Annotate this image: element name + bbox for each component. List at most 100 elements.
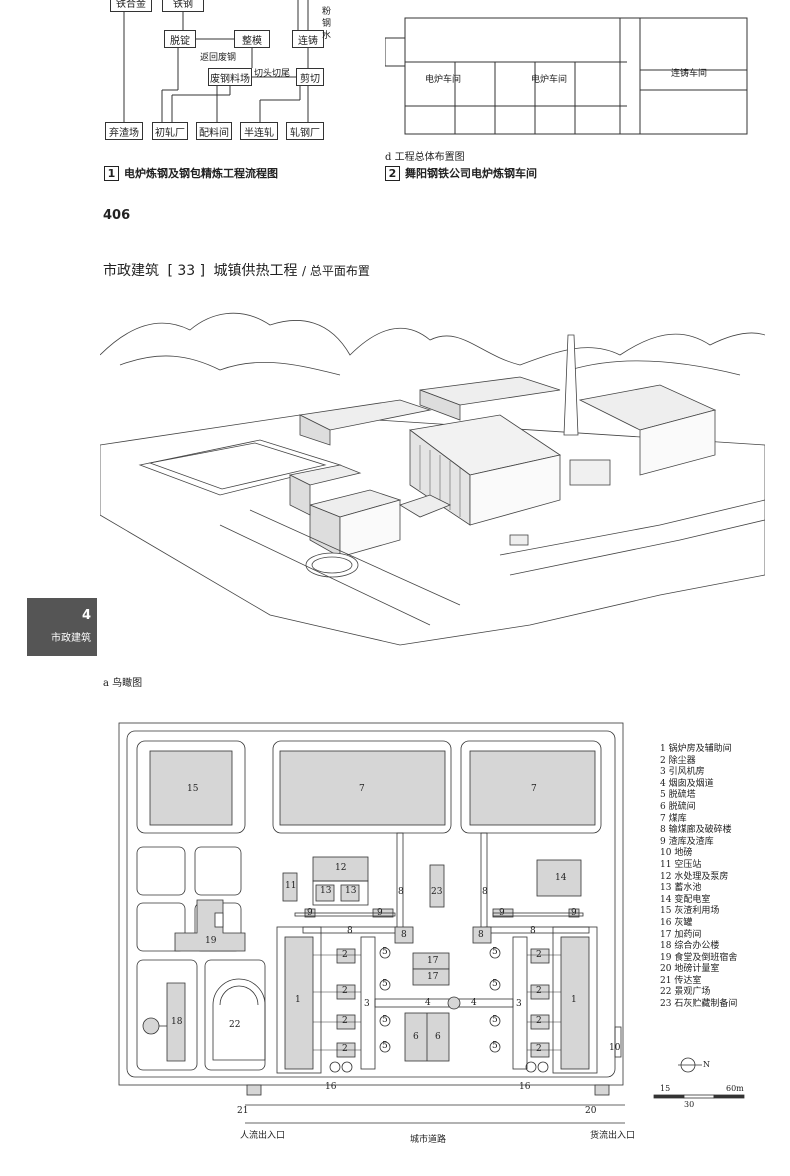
site-label: 5	[492, 979, 498, 989]
site-label: 19	[205, 936, 217, 946]
site-label: 6	[435, 1032, 441, 1042]
figure-2-title: 2 舞阳钢铁公司电炉炼钢车间	[385, 165, 537, 181]
scale-label: 60m	[726, 1084, 744, 1093]
legend: 1 锅炉房及辅助间 2 除尘器 3 引风机房 4 烟囱及烟道 5 脱硫塔 6 脱…	[660, 744, 785, 1011]
site-label: 17	[427, 972, 439, 982]
chapter-label: 市政建筑	[51, 633, 91, 644]
site-label: 7	[359, 784, 365, 794]
flow-box: 脱锭	[164, 30, 196, 48]
site-label: 1	[571, 995, 577, 1005]
flow-chart: 铁合金 铁钢 脱锭 整模 连铸 废钢料场 剪切 弃渣场 初轧厂 配料间 半连轧 …	[100, 0, 340, 150]
cargo-gate-label: 货流出入口	[590, 1131, 636, 1141]
site-plan-labels: 15 7 7 12 13 13 11 14 23 8 8 8 8 9 9 9 9…	[105, 715, 645, 1145]
header-subtitle: / 总平面布置	[302, 264, 370, 278]
scale-label: 15	[660, 1084, 671, 1093]
site-label: 8	[478, 930, 484, 940]
flow-box: 弃渣场	[105, 122, 143, 140]
legend-item: 13 蓄水池	[660, 883, 702, 894]
site-label: 2	[536, 1044, 542, 1054]
site-label: 14	[555, 873, 567, 883]
legend-item: 17 加药间	[660, 929, 702, 940]
legend-item: 9 渣库及渣库	[660, 836, 714, 847]
figure-1-title: 1 电炉炼钢及钢包精炼工程流程图	[104, 165, 278, 181]
header-category: 市政建筑	[103, 263, 159, 279]
scale-label: 30	[684, 1100, 695, 1109]
site-label: 16	[519, 1082, 531, 1092]
legend-item: 19 食堂及倒班宿舍	[660, 952, 738, 963]
site-label: 5	[382, 979, 388, 989]
site-label: 8	[401, 930, 407, 940]
section-header: 市政建筑 [ 33 ] 城镇供热工程 / 总平面布置	[103, 260, 370, 280]
site-label: 2	[342, 950, 348, 960]
site-label: 2	[342, 986, 348, 996]
site-label: 9	[307, 908, 313, 918]
site-label: 2	[536, 986, 542, 996]
figure-title-text: 电炉炼钢及钢包精炼工程流程图	[124, 167, 278, 180]
site-label: 5	[492, 947, 498, 957]
flow-label: 返回废钢	[200, 53, 237, 63]
aerial-caption: a 鸟瞰图	[103, 678, 143, 689]
legend-item: 8 输煤廊及破碎楼	[660, 825, 732, 836]
legend-item: 3 引风机房	[660, 767, 705, 778]
site-label: 5	[382, 1015, 388, 1025]
site-label: 5	[492, 1015, 498, 1025]
site-label: 13	[320, 886, 332, 896]
figure-number: 2	[385, 166, 400, 181]
flow-box: 连铸	[292, 30, 324, 48]
legend-item: 21 传达室	[660, 975, 702, 986]
site-label: 12	[335, 863, 347, 873]
legend-item: 15 灰渣利用场	[660, 906, 720, 917]
legend-item: 6 脱硫间	[660, 801, 696, 812]
flow-label: 粉	[322, 7, 332, 17]
hall-label: 电炉车间	[531, 75, 568, 85]
legend-item: 20 地磅计量室	[660, 964, 720, 975]
legend-item: 7 煤库	[660, 813, 687, 824]
flow-box: 整模	[234, 30, 270, 48]
site-label: 10	[609, 1043, 621, 1053]
flow-arrows	[123, 0, 309, 122]
legend-item: 4 烟囱及烟道	[660, 778, 714, 789]
chapter-number: 4	[81, 608, 91, 623]
site-label: 16	[325, 1082, 337, 1092]
hall-label: 连铸车间	[671, 69, 708, 79]
road-label: 城市道路	[410, 1135, 447, 1145]
legend-item: 10 地磅	[660, 848, 693, 859]
site-plan	[118, 722, 625, 1124]
site-label: 20	[585, 1106, 597, 1116]
site-label: 5	[382, 947, 388, 957]
flow-box: 剪切	[296, 68, 324, 86]
legend-item: 18 综合办公楼	[660, 941, 720, 952]
site-label: 6	[413, 1032, 419, 1042]
site-label: 8	[482, 887, 488, 897]
site-label: 15	[187, 784, 199, 794]
site-label: 13	[345, 886, 357, 896]
site-label: 2	[342, 1016, 348, 1026]
layout-caption: d 工程总体布置图	[385, 152, 465, 163]
site-label: 3	[516, 999, 522, 1009]
north-label: N	[703, 1060, 710, 1069]
legend-item: 11 空压站	[660, 859, 702, 870]
legend-item: 12 水处理及泵房	[660, 871, 729, 882]
figure-number: 1	[104, 166, 119, 181]
people-gate-label: 人流出入口	[240, 1131, 286, 1141]
legend-item: 5 脱硫塔	[660, 790, 696, 801]
site-label: 9	[377, 908, 383, 918]
flow-box: 初轧厂	[152, 122, 188, 140]
site-label: 7	[531, 784, 537, 794]
flow-label: 水	[322, 31, 332, 41]
site-label: 5	[382, 1041, 388, 1051]
site-label: 22	[229, 1020, 241, 1030]
legend-item: 16 灰罐	[660, 917, 693, 928]
header-title: 城镇供热工程	[213, 263, 298, 279]
site-label: 1	[295, 995, 301, 1005]
legend-item: 22 景观广场	[660, 987, 711, 998]
site-label: 3	[364, 999, 370, 1009]
figure-title-text: 舞阳钢铁公司电炉炼钢车间	[405, 167, 537, 180]
flow-box: 铁合金	[110, 0, 152, 12]
site-label: 18	[171, 1017, 183, 1027]
site-label: 2	[342, 1044, 348, 1054]
flow-box: 半连轧	[240, 122, 278, 140]
site-label: 4	[471, 998, 477, 1008]
flow-label: 钢	[322, 19, 332, 29]
legend-item: 23 石灰贮藏制备间	[660, 999, 738, 1010]
